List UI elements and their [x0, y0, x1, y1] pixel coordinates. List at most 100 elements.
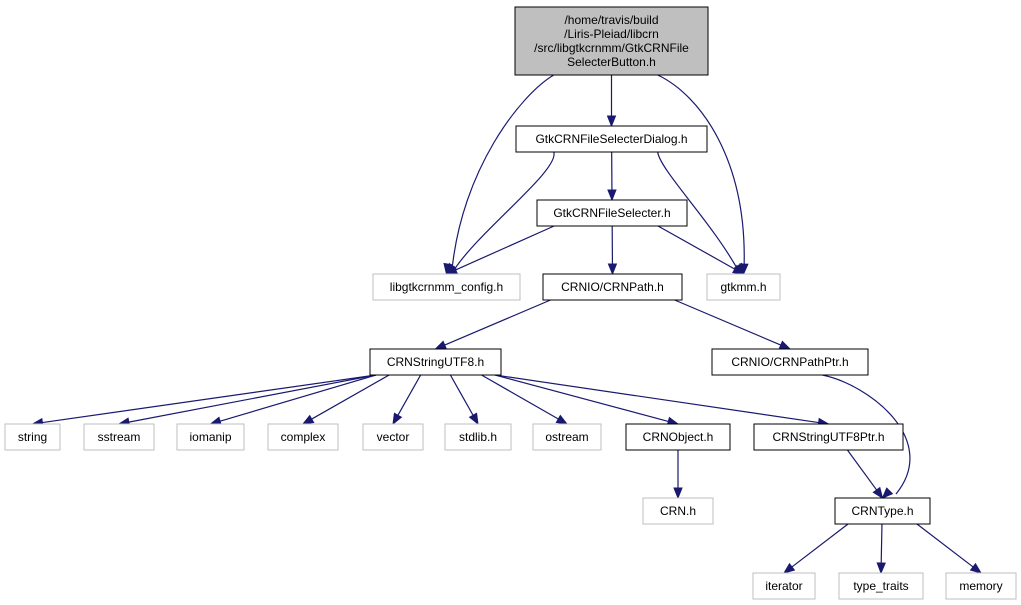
edge-line	[674, 299, 782, 346]
edge-line	[494, 374, 819, 424]
node-iomanip: iomanip	[176, 423, 245, 451]
edge-utf8-to-utf8ptr	[494, 374, 830, 428]
edge-line	[657, 225, 736, 270]
node-config: libgtkcrnmm_config.h	[372, 273, 521, 301]
node-box	[706, 273, 781, 301]
edge-line	[42, 374, 377, 424]
node-label: CRNStringUTF8Ptr.h	[772, 430, 884, 444]
node-box	[542, 273, 683, 301]
edge-selecter-to-gtkmm	[657, 225, 745, 275]
edge-crntype-to-type_traits	[876, 523, 886, 575]
node-stdlib: stdlib.h	[444, 423, 512, 451]
edge-line	[822, 374, 911, 495]
edge-arrowhead	[969, 562, 983, 574]
edge-line	[880, 523, 883, 564]
node-label: type_traits	[853, 579, 908, 593]
node-box	[369, 348, 502, 376]
node-box	[752, 572, 816, 600]
edge-arrowhead	[555, 414, 569, 425]
node-selecter[interactable]: GtkCRNFileSelecter.h	[536, 199, 688, 227]
node-utf8ptr[interactable]: CRNStringUTF8Ptr.h	[753, 423, 904, 451]
node-crnobject[interactable]: CRNObject.h	[625, 423, 731, 451]
node-label: CRN.h	[660, 504, 696, 518]
node-iterator: iterator	[752, 572, 816, 600]
edge-line	[657, 151, 739, 271]
node-box	[515, 125, 708, 153]
edge-line	[128, 374, 377, 423]
node-label: /home/travis/build	[564, 13, 658, 27]
edge-root-to-gtkmm	[657, 74, 749, 276]
edge-dialog-to-selecter	[607, 151, 617, 202]
node-label: iterator	[765, 579, 802, 593]
edge-line	[791, 523, 849, 568]
node-label: CRNType.h	[851, 504, 913, 518]
edge-line	[455, 225, 555, 271]
edge-utf8-to-stdlib	[449, 374, 479, 426]
node-sstream: sstream	[83, 423, 155, 451]
edge-line	[444, 299, 551, 346]
node-label: sstream	[98, 430, 141, 444]
edge-arrowhead	[778, 340, 792, 350]
nodes-layer: /home/travis/build/Liris-Pleiad/libcrn/s…	[4, 6, 1017, 600]
edge-utf8-to-iomanip	[209, 374, 377, 426]
node-dialog[interactable]: GtkCRNFileSelecterDialog.h	[515, 125, 708, 153]
node-box	[945, 572, 1017, 600]
node-label: CRNIO/CRNPath.h	[561, 280, 664, 294]
node-label: CRNStringUTF8.h	[387, 355, 484, 369]
node-label: ostream	[545, 430, 588, 444]
node-box	[532, 423, 602, 451]
node-crntype[interactable]: CRNType.h	[834, 497, 931, 525]
edge-line	[494, 374, 669, 422]
node-box	[642, 497, 714, 525]
node-utf8[interactable]: CRNStringUTF8.h	[369, 348, 502, 376]
node-box	[838, 572, 924, 600]
node-box	[711, 348, 869, 376]
node-pathptr[interactable]: CRNIO/CRNPathPtr.h	[711, 348, 869, 376]
node-box	[4, 423, 61, 451]
node-type_traits: type_traits	[838, 572, 924, 600]
node-ostream: ostream	[532, 423, 602, 451]
node-label: GtkCRNFileSelecter.h	[553, 206, 670, 220]
edge-crntype-to-memory	[916, 523, 983, 574]
node-vector: vector	[362, 423, 424, 451]
edge-arrowhead	[872, 486, 884, 500]
edge-root-to-dialog	[606, 75, 617, 128]
edge-line	[453, 151, 555, 271]
node-label: libgtkcrnmm_config.h	[390, 280, 503, 294]
edge-arrowhead	[881, 487, 894, 499]
node-box	[753, 423, 904, 451]
edge-crnpath-to-utf8	[434, 299, 551, 350]
node-root[interactable]: /home/travis/build/Liris-Pleiad/libcrn/s…	[514, 6, 709, 76]
node-box	[536, 199, 688, 227]
edges-layer	[31, 74, 983, 575]
edge-utf8-to-string	[31, 374, 377, 428]
edge-arrowhead	[468, 412, 479, 426]
node-box	[444, 423, 512, 451]
edge-line	[846, 449, 878, 491]
edge-utf8-to-vector	[392, 374, 422, 426]
node-complex: complex	[267, 423, 339, 451]
node-box	[267, 423, 339, 451]
node-label: GtkCRNFileSelecterDialog.h	[535, 132, 687, 146]
node-gtkmm: gtkmm.h	[706, 273, 781, 301]
node-box	[83, 423, 155, 451]
node-label: /Liris-Pleiad/libcrn	[564, 27, 659, 41]
edge-utf8-to-crnobject	[494, 374, 680, 426]
edge-utf8-to-ostream	[481, 374, 569, 425]
node-label: SelecterButton.h	[567, 55, 656, 69]
node-box	[514, 6, 709, 76]
node-crnpath[interactable]: CRNIO/CRNPath.h	[542, 273, 683, 301]
edge-utf8-to-sstream	[117, 374, 377, 427]
edge-line	[397, 374, 422, 416]
node-crn: CRN.h	[642, 497, 714, 525]
node-label: gtkmm.h	[720, 280, 766, 294]
edge-arrowhead	[607, 263, 618, 276]
node-box	[625, 423, 731, 451]
edge-pathptr-to-crntype	[822, 374, 911, 499]
edge-line	[481, 374, 559, 420]
edge-selecter-to-config	[445, 225, 555, 275]
node-label: iomanip	[189, 430, 231, 444]
node-box	[176, 423, 245, 451]
edge-arrowhead	[782, 562, 796, 574]
node-label: /src/libgtkcrnmm/GtkCRNFile	[534, 41, 689, 55]
